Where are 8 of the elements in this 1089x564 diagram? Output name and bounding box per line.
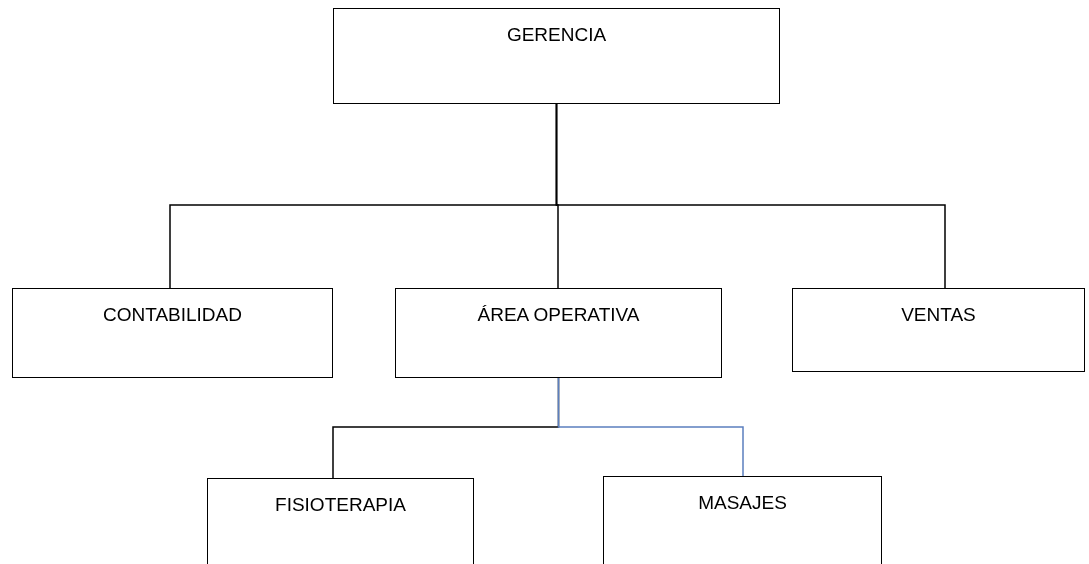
- org-box: ÁREA OPERATIVA: [395, 288, 722, 378]
- org-box: MASAJES: [603, 476, 882, 564]
- org-box: VENTAS: [792, 288, 1085, 372]
- connector-line: [555, 103, 946, 289]
- org-box: CONTABILIDAD: [12, 288, 333, 378]
- org-box: GERENCIA: [333, 8, 780, 104]
- connector-line: [557, 377, 744, 477]
- org-box: FISIOTERAPIA: [207, 478, 474, 564]
